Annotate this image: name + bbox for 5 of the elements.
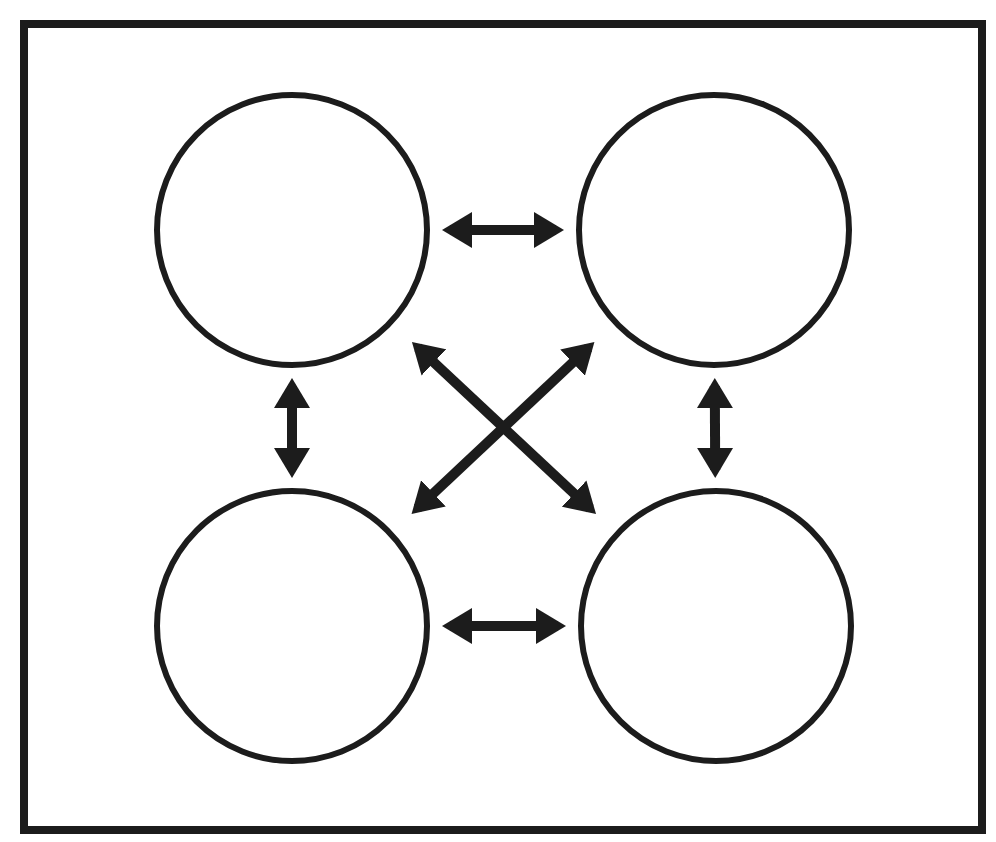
outer-frame <box>20 20 986 834</box>
double-arrow <box>442 212 564 248</box>
double-arrow <box>442 608 566 644</box>
double-arrow <box>274 378 310 478</box>
double-arrow <box>696 378 734 478</box>
